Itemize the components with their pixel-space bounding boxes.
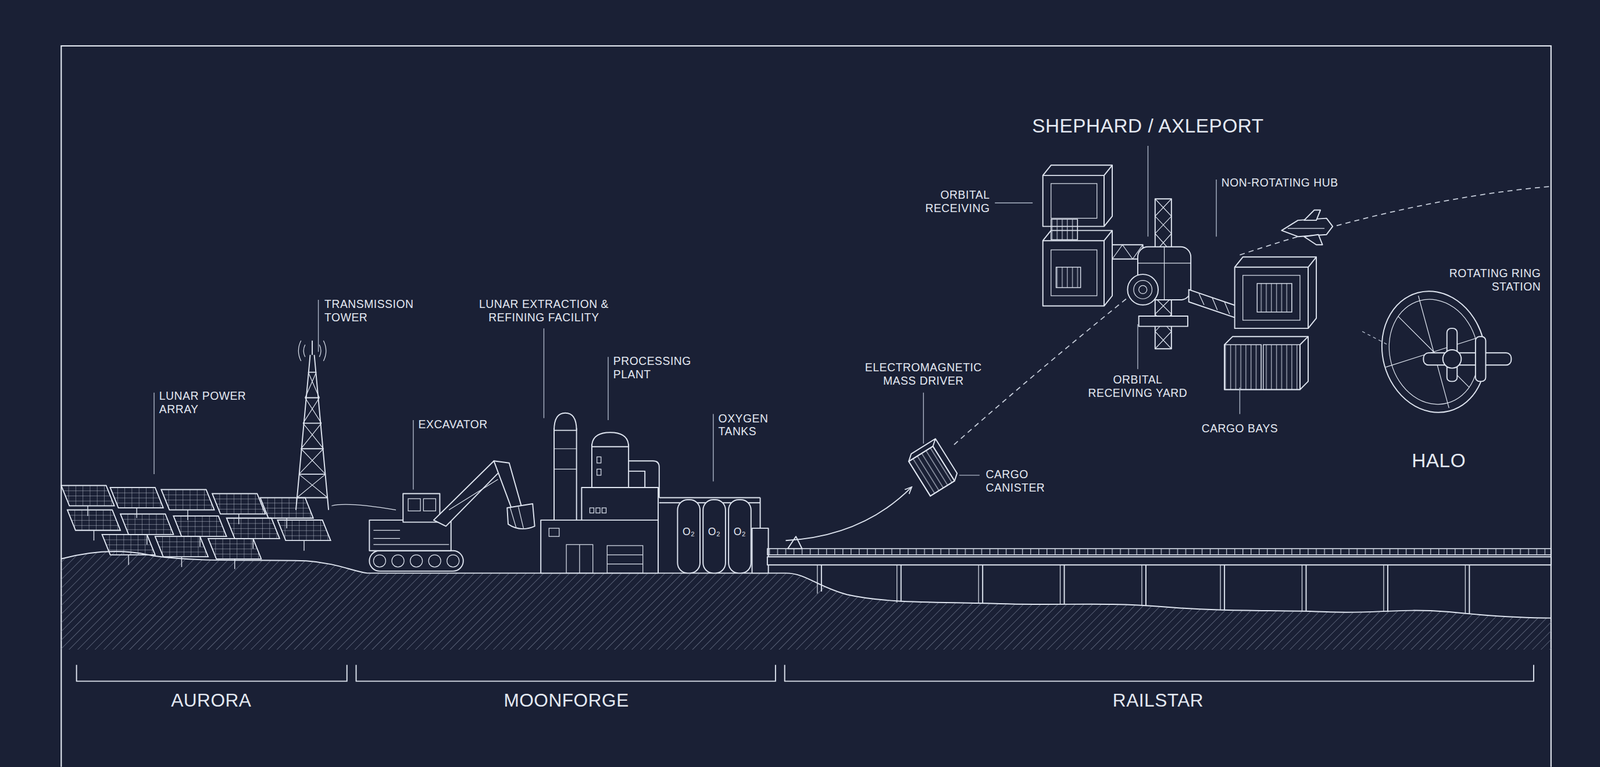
section-name: RAILSTAR [1112, 690, 1204, 713]
shuttle [1281, 210, 1333, 246]
mass-driver-rail [767, 536, 1552, 614]
part-label: NON-ROTATING HUB [1221, 176, 1339, 191]
part-label: LUNAR EXTRACTION & REFINING FACILITY [472, 297, 616, 325]
orbital-station [1043, 165, 1317, 390]
part-label: LUNAR POWER ARRAY [159, 389, 248, 417]
tank-marking: O₂ [708, 526, 721, 539]
leader-lines [154, 145, 1388, 490]
ground-line [61, 551, 1551, 619]
launch-arc [785, 487, 912, 541]
solar-array [61, 485, 331, 570]
section-name: MOONFORGE [503, 690, 629, 713]
excavator [369, 461, 535, 572]
section-name: AURORA [170, 690, 252, 713]
tank-marking: O₂ [733, 526, 747, 539]
station-name: HALO [1411, 450, 1466, 474]
station-title: SHEPHARD / AXLEPORT [1031, 115, 1264, 139]
trajectory [1239, 186, 1549, 256]
ground [61, 551, 1551, 650]
tank-marking: O₂ [682, 526, 696, 539]
part-label: EXCAVATOR [418, 418, 488, 432]
ring-station [1368, 279, 1512, 425]
part-label: CARGO BAYS [1201, 422, 1279, 437]
part-label: OXYGEN TANKS [718, 412, 782, 439]
transmission-tower [295, 340, 396, 510]
part-label: ORBITAL RECEIVING [912, 188, 990, 216]
part-label: ORBITAL RECEIVING YARD [1082, 373, 1194, 400]
section-brackets [76, 665, 1534, 682]
part-label: ROTATING RING STATION [1447, 267, 1541, 295]
part-label: TRANSMISSION TOWER [324, 297, 423, 325]
part-label: ELECTROMAGNETIC MASS DRIVER [860, 361, 988, 388]
part-label: PROCESSING PLANT [613, 355, 695, 382]
frame [61, 45, 1551, 767]
part-label: CARGO CANISTER [985, 468, 1059, 496]
cargo-canister [905, 438, 960, 497]
